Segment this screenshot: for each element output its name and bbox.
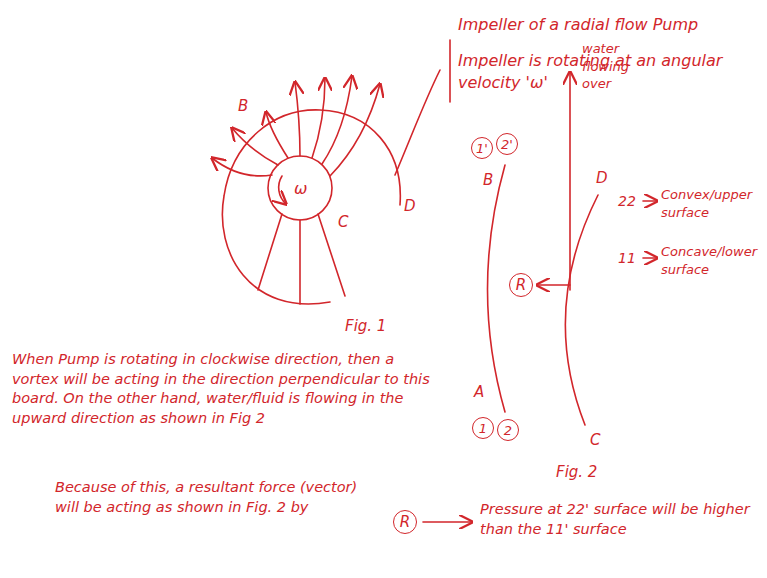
point-letter: C [590,430,600,450]
point-letter: B [483,170,493,190]
force-circle: R [509,273,533,297]
force-arrow [537,284,570,286]
pointer-arrow [643,200,657,202]
point-letter: D [404,196,416,216]
circle-text: 1 [479,422,487,435]
surface-note: Convex/upper surface [661,186,763,221]
circle-text: 2' [501,138,513,151]
point-letter: D [596,168,608,188]
casing-line [299,220,301,304]
flow-arrow [569,72,571,290]
conclusion-text: Pressure at 22' surface will be higher t… [480,500,752,539]
blade-concave-surface [488,165,506,412]
blade-arrow [322,76,352,164]
explanation-text: When Pump is rotating in clockwise direc… [12,350,437,428]
blade-arrow [312,78,325,158]
figure-label: Fig. 1 [345,316,386,336]
blade-arrow [266,112,288,158]
blade-arrow [330,84,380,176]
pump-casing [222,110,400,304]
surface-number: 22 [618,192,636,211]
impeller-blades [212,76,380,176]
blade-arrow [295,82,300,156]
circled-number: 2 [497,419,519,441]
point-letter: A [474,382,484,402]
circle-text: R [400,515,410,530]
explanation-text: Because of this, a resultant force (vect… [55,478,385,517]
circle-text: 2 [504,424,512,437]
side-bar [449,40,451,102]
rotation-arrow [279,176,286,204]
point-letter: C [338,212,348,232]
pointer-arrow [643,257,657,259]
circled-number: 2' [496,133,518,155]
point-letter: B [238,96,248,116]
circle-text: R [516,278,526,293]
figure-label: Fig. 2 [556,462,597,482]
flow-note: water flowing over [582,40,660,93]
circle-text: 1' [476,142,488,155]
surface-note: Concave/lower surface [661,243,763,278]
casing-outlet [395,70,440,175]
omega-symbol: ω [294,178,307,200]
circled-number: 1 [472,417,494,439]
blade-arrow [212,158,272,176]
casing-line [258,214,282,290]
surface-number: 11 [618,249,636,268]
blade-arrow [232,128,278,165]
force-circle: R [393,510,417,534]
pointer-arrow [423,521,472,523]
circled-number: 1' [471,137,493,159]
title-note: Impeller of a radial flow Pump [458,14,698,36]
